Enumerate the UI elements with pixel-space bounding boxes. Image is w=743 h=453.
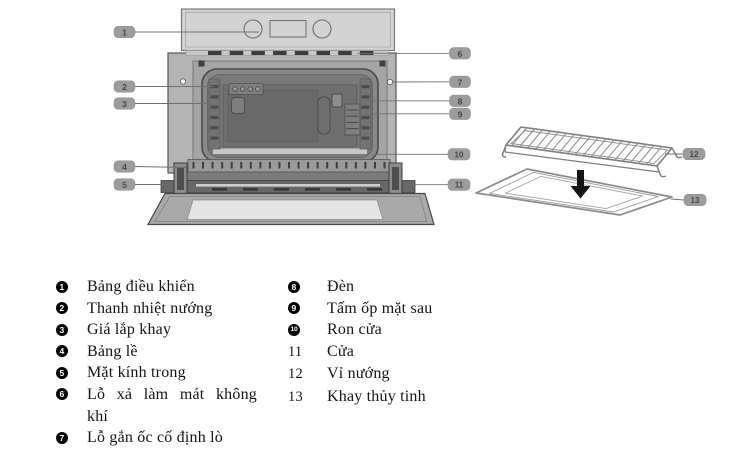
screw-hole-left bbox=[179, 78, 187, 85]
item-number-badge: 9 bbox=[288, 302, 300, 315]
screw-hole-right bbox=[386, 78, 394, 86]
right-knob bbox=[312, 19, 332, 39]
callout-number: 7 bbox=[458, 77, 463, 87]
callout-number: 13 bbox=[691, 196, 700, 205]
item-label: Thanh nhiệt nướng bbox=[87, 299, 213, 317]
item-number-badge: 4 bbox=[56, 345, 68, 358]
left-knob bbox=[243, 19, 263, 39]
legend-item-4: 4 Bảng lề bbox=[56, 341, 257, 363]
callout-number: 11 bbox=[455, 181, 464, 190]
oven-lamp bbox=[331, 93, 343, 108]
item-label: Ron cửa bbox=[327, 321, 382, 339]
callout-number: 12 bbox=[690, 150, 699, 159]
legend-item-7: 7 Lỗ gắn ốc cố định lò bbox=[56, 427, 257, 449]
insert-arrow-icon bbox=[570, 170, 591, 199]
item-number: 12 bbox=[288, 366, 303, 383]
legend-item-9: 9 Tấm ốp mặt sau bbox=[288, 298, 432, 320]
item-label: Vỉ nướng bbox=[327, 365, 390, 383]
legend-item-2: 2 Thanh nhiệt nướng bbox=[56, 298, 257, 320]
oven-front-view bbox=[146, 8, 435, 226]
callout-number: 8 bbox=[458, 96, 463, 106]
item-number-badge: 6 bbox=[56, 388, 68, 401]
item-number: 11 bbox=[288, 343, 303, 360]
hinge-right bbox=[388, 162, 403, 195]
callout-7: 7 bbox=[392, 75, 471, 88]
legend-item-5: 5 Mặt kính trong bbox=[56, 362, 257, 384]
display-window bbox=[269, 20, 307, 38]
rack-bars bbox=[511, 127, 663, 165]
callout-11: 11 bbox=[404, 178, 471, 191]
callout-4: 4 bbox=[113, 160, 187, 173]
item-number-badge: 5 bbox=[56, 366, 68, 379]
item-number-badge: 2 bbox=[56, 302, 68, 315]
item-label: Bảng lề bbox=[87, 342, 138, 360]
callout-number: 3 bbox=[122, 99, 127, 109]
legend-column-left: 1 Bảng điều khiển 2 Thanh nhiệt nướng 3 Giá l… bbox=[56, 276, 257, 449]
item-number-badge: 3 bbox=[56, 323, 68, 336]
item-number-badge: 7 bbox=[56, 431, 68, 444]
item-number-badge: 8 bbox=[288, 280, 300, 293]
callout-3: 3 bbox=[113, 97, 213, 110]
item-label: Tấm ốp mặt sau bbox=[327, 299, 433, 317]
callout-number: 2 bbox=[122, 82, 127, 92]
callout-number: 4 bbox=[122, 162, 127, 172]
legend-item-8: 8 Đèn bbox=[288, 276, 432, 298]
callout-number: 5 bbox=[122, 180, 127, 190]
callout-6: 6 bbox=[357, 47, 471, 60]
item-number-badge: 1 bbox=[56, 280, 68, 293]
item-number-badge: 10 bbox=[288, 323, 300, 336]
callout-1: 1 bbox=[113, 26, 259, 38]
item-label: Khay thủy tinh bbox=[327, 387, 426, 405]
wire-rack bbox=[501, 126, 683, 178]
callout-9: 9 bbox=[325, 107, 471, 120]
legend-item-13: 13 Khay thủy tinh bbox=[288, 386, 432, 409]
item-label: Lỗ gắn ốc cố định lò bbox=[87, 429, 223, 447]
legend-item-10: 10 Ron cửa bbox=[288, 319, 432, 341]
item-number: 13 bbox=[288, 388, 303, 405]
legend-item-3: 3 Giá lắp khay bbox=[56, 319, 257, 341]
legend-column-right: 8 Đèn 9 Tấm ốp mặt sau 10 Ron cửa 11 Cửa 12 Vỉ nư… bbox=[288, 276, 432, 409]
item-label: Lỗ xả làm mát không bbox=[87, 385, 257, 403]
legend-item-1: 1 Bảng điều khiển bbox=[56, 276, 257, 298]
callout-number: 1 bbox=[122, 28, 127, 38]
terminal-block bbox=[344, 103, 361, 136]
grill-element-connector bbox=[228, 83, 264, 95]
item-label: Bảng điều khiển bbox=[87, 278, 195, 295]
glass-tray bbox=[475, 168, 673, 216]
callout-13: 13 bbox=[670, 194, 707, 206]
item-label: Giá lắp khay bbox=[87, 321, 172, 339]
item-label-line2: khí bbox=[87, 407, 109, 425]
legend-item-12: 12 Vỉ nướng bbox=[288, 363, 432, 386]
callout-number: 10 bbox=[455, 150, 464, 159]
callout-12: 12 bbox=[665, 148, 706, 160]
item-label: Mặt kính trong bbox=[87, 364, 186, 382]
callout-number: 9 bbox=[458, 109, 463, 119]
callout-5: 5 bbox=[113, 178, 168, 191]
door-glass-window bbox=[186, 199, 384, 220]
legend-item-6: 6 Lỗ xả làm mát không khí bbox=[56, 384, 257, 427]
item-label: Đèn bbox=[327, 278, 355, 295]
callout-2: 2 bbox=[113, 80, 214, 93]
callout-8: 8 bbox=[342, 94, 471, 107]
callout-number: 6 bbox=[458, 49, 463, 59]
item-label: Cửa bbox=[327, 342, 355, 360]
callout-10: 10 bbox=[374, 148, 471, 161]
legend-item-11: 11 Cửa bbox=[288, 341, 432, 364]
shelf-rail-left bbox=[208, 78, 221, 150]
